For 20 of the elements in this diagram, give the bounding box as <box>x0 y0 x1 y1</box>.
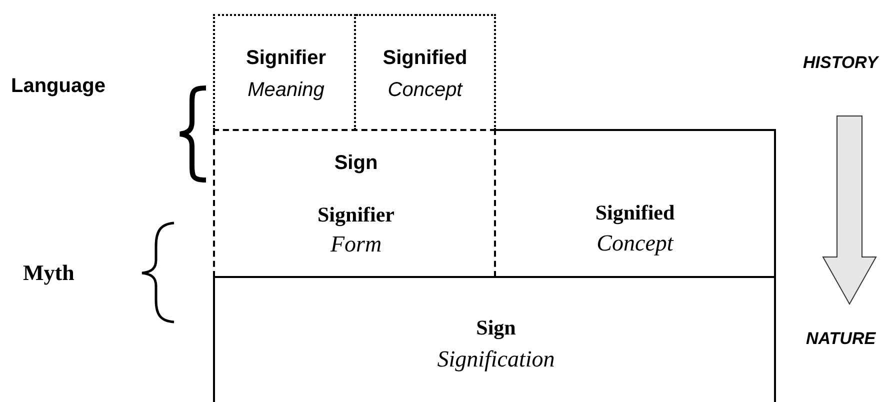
term-label: Signifier <box>318 203 394 227</box>
description-label: Signification <box>437 346 555 372</box>
sign-box <box>213 129 496 277</box>
signified-box <box>356 14 496 130</box>
signifier-box <box>213 14 356 130</box>
term-label: Sign <box>334 152 378 174</box>
description-label: Concept <box>388 79 462 101</box>
description-label: Form <box>330 231 382 257</box>
description-label: Concept <box>596 230 674 256</box>
myth-label: Myth <box>23 261 74 286</box>
term-label: Signified <box>382 47 468 69</box>
description-label: Meaning <box>248 79 324 101</box>
sign-box <box>213 276 776 402</box>
term-label: Sign <box>476 316 516 340</box>
term-label: Signified <box>595 201 675 225</box>
history-label: HISTORY <box>803 54 878 73</box>
term-label: Signifier <box>246 47 326 69</box>
language-label: Language <box>11 75 106 97</box>
nature-label: NATURE <box>806 330 876 349</box>
signified-box <box>496 129 776 277</box>
